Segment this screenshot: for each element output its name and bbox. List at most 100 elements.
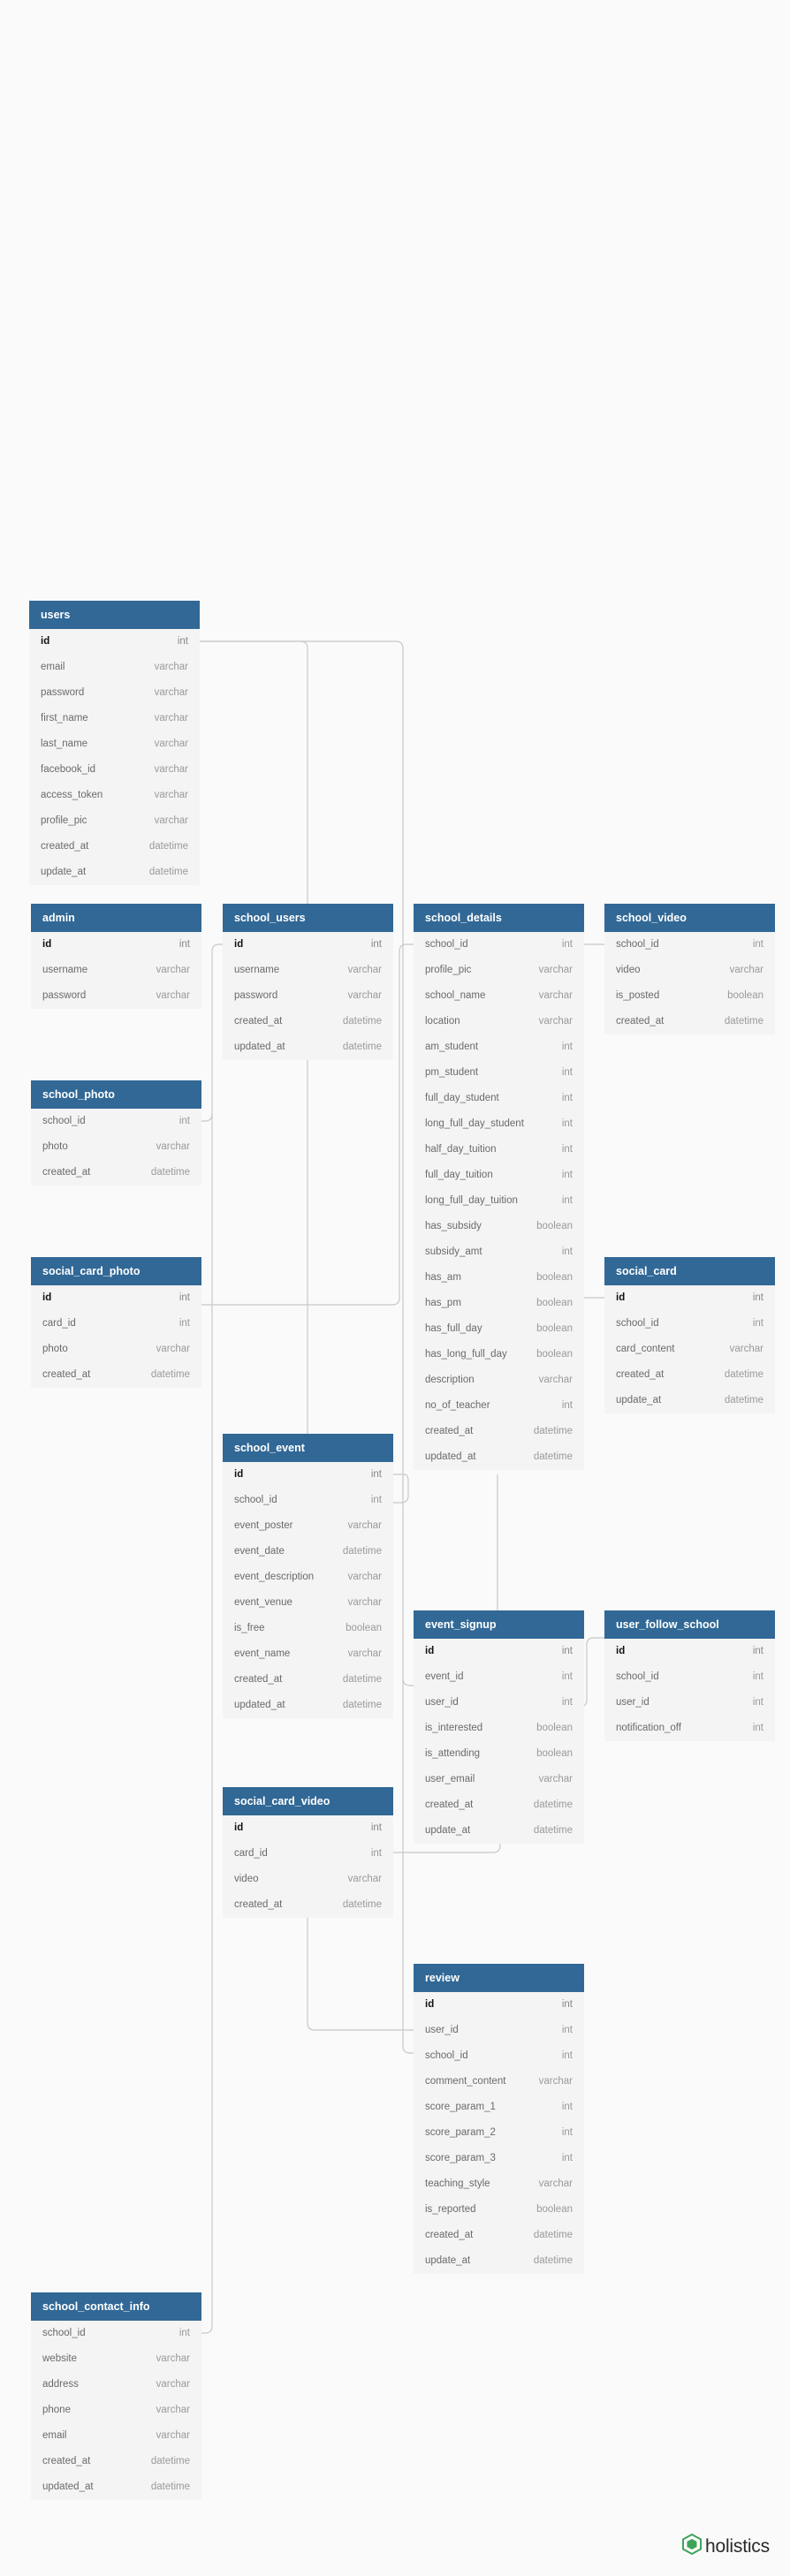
table-header[interactable]: review — [414, 1964, 584, 1992]
table-header[interactable]: event_signup — [414, 1610, 584, 1639]
table-header[interactable]: school_users — [223, 904, 393, 932]
table-header[interactable]: admin — [31, 904, 201, 932]
table-header[interactable]: school_photo — [31, 1080, 201, 1109]
table-header[interactable]: school_details — [414, 904, 584, 932]
table-header[interactable]: user_follow_school — [604, 1610, 775, 1639]
table-header[interactable]: school_video — [604, 904, 775, 932]
table-header[interactable]: users — [29, 601, 200, 629]
table-header[interactable]: social_card_video — [223, 1787, 393, 1815]
